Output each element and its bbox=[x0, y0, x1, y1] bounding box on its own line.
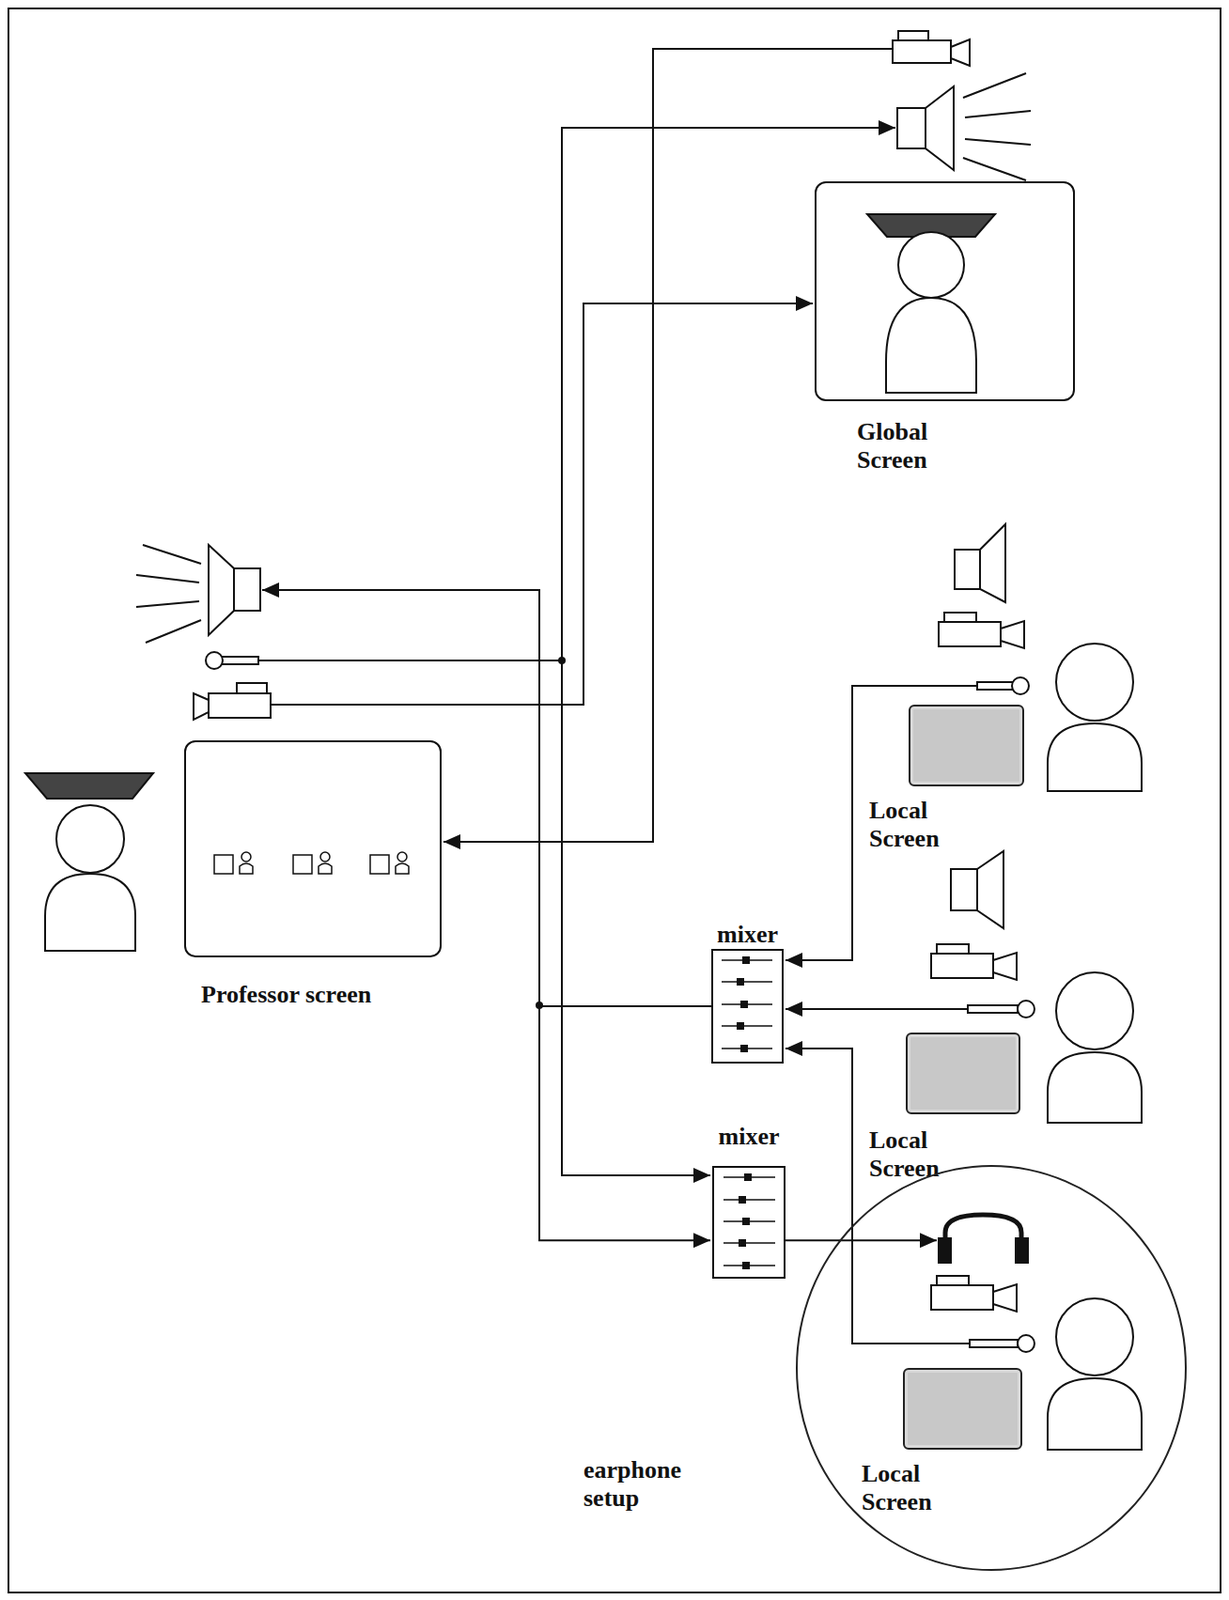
node-label: mixer bbox=[716, 920, 778, 949]
wire bbox=[561, 127, 896, 661]
node-label: Local Screen bbox=[869, 1126, 964, 1183]
node-label: Global Screen bbox=[856, 418, 961, 475]
node-label: mixer bbox=[718, 1122, 780, 1152]
speaker-icon bbox=[136, 544, 261, 643]
camera-icon bbox=[892, 31, 970, 66]
wire bbox=[785, 1008, 968, 1011]
professor-screen: Professor screen bbox=[184, 740, 442, 958]
local-screen: Local Screen bbox=[902, 1368, 1023, 1450]
mixer-sliders bbox=[721, 960, 776, 1266]
wire bbox=[561, 660, 711, 1176]
junction-dot bbox=[558, 656, 566, 665]
connector bbox=[539, 1006, 712, 1241]
professor-figure bbox=[25, 773, 154, 951]
mixer-knobs bbox=[736, 956, 752, 1270]
wires bbox=[258, 48, 978, 1344]
node-label: Local Screen bbox=[869, 796, 964, 854]
wire bbox=[443, 48, 893, 842]
mixer-box: mixer bbox=[712, 1166, 786, 1279]
global-screen: Global Screen bbox=[814, 181, 1075, 402]
speaker-icon bbox=[897, 73, 1031, 181]
connector bbox=[785, 1239, 937, 1242]
node-label: earphone setup bbox=[583, 1456, 701, 1513]
student-thumbnails bbox=[214, 852, 409, 874]
professor-figure bbox=[867, 214, 996, 393]
camera-icon bbox=[193, 683, 271, 720]
earphone-region: earphone setupLocal Screen bbox=[795, 1165, 1187, 1572]
local-screen: Local Screen bbox=[905, 1032, 1021, 1115]
local-screen: Local Screen bbox=[908, 704, 1025, 787]
frame bbox=[8, 8, 1221, 1593]
wire bbox=[270, 303, 813, 705]
wire bbox=[262, 590, 540, 1006]
node-label: Local Screen bbox=[861, 1460, 956, 1517]
microphone-icon bbox=[205, 652, 259, 669]
wire bbox=[258, 659, 562, 662]
node-label: Professor screen bbox=[201, 980, 372, 1010]
mixer-box: mixer bbox=[711, 948, 784, 1064]
